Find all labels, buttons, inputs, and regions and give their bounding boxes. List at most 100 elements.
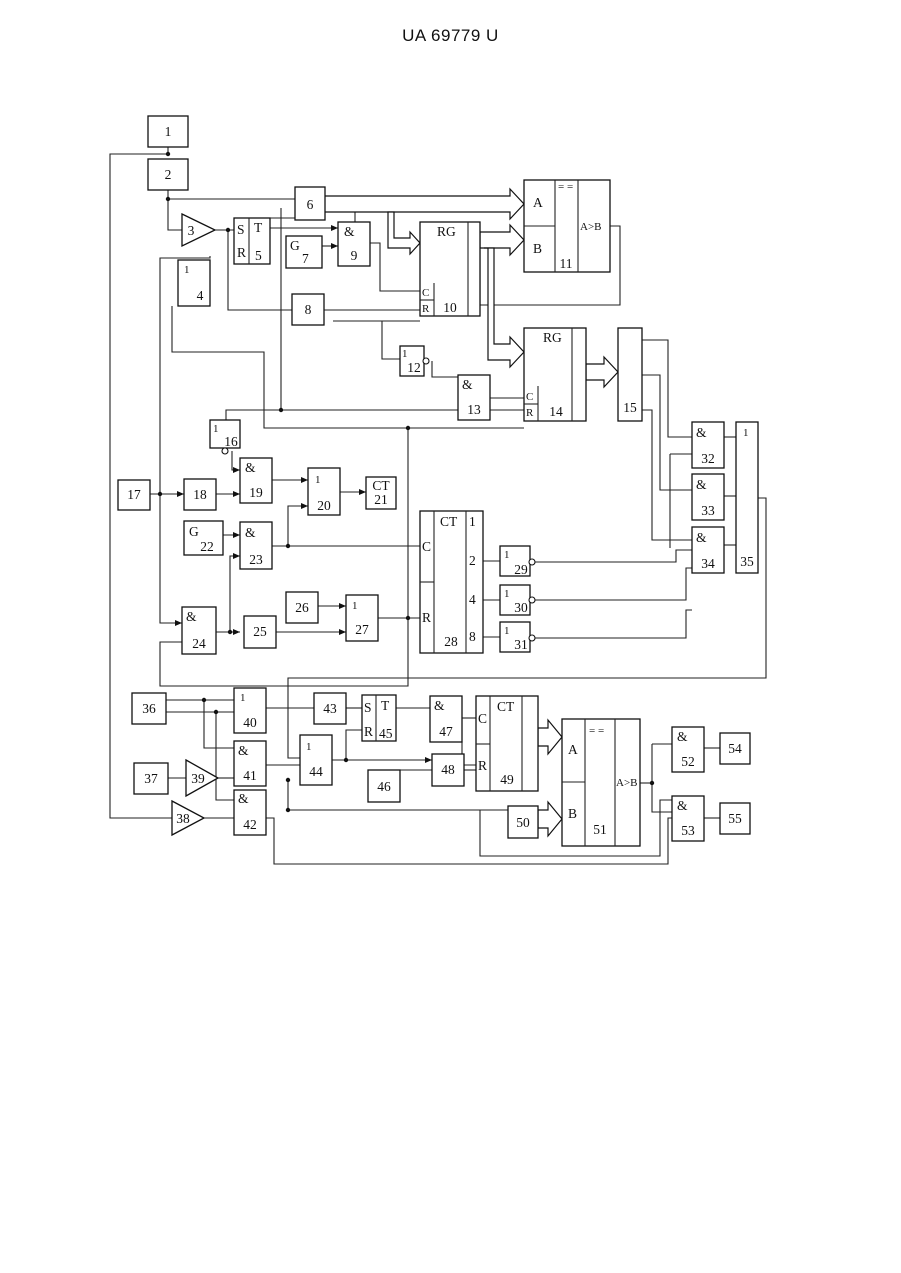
block-1-label: 1: [165, 124, 172, 139]
gate-32-and: &: [696, 425, 707, 440]
gate-23: &23: [240, 522, 272, 569]
block-26: 26: [286, 592, 318, 623]
gate-33-label: 33: [701, 503, 715, 518]
gate-20: 120: [308, 468, 340, 515]
gate-9: &9: [338, 222, 370, 266]
gate-29: 1 29: [500, 546, 535, 577]
block-36: 36: [132, 693, 166, 724]
block-15-label: 15: [623, 400, 637, 415]
gate-19: & 19: [240, 458, 272, 503]
gate-19-and: &: [245, 460, 256, 475]
comparator-51: AB= =A>B51: [562, 719, 640, 846]
comparator-51-eq: = =: [589, 725, 604, 737]
register-10: RGCR10: [420, 222, 480, 316]
gate-12-label: 12: [407, 360, 421, 375]
gate-32: &32: [692, 422, 724, 468]
gate-41-and: &: [238, 743, 249, 758]
gate-13-label: 13: [467, 402, 481, 417]
block-17: 17: [118, 480, 150, 510]
gate-27-label: 27: [355, 622, 369, 637]
block-37-label: 37: [144, 771, 158, 786]
block-25-label: 25: [253, 624, 267, 639]
gate-31: 131: [500, 622, 535, 652]
generator-22: G22: [184, 521, 223, 555]
gate-42-label: 42: [243, 817, 257, 832]
block-43: 43: [314, 693, 346, 724]
amplifier-38-label: 38: [176, 811, 190, 826]
gate-34: &34: [692, 527, 724, 573]
gate-19-label: 19: [249, 485, 263, 500]
gate-47-label: 47: [439, 724, 453, 739]
gate-29-symbol: 1: [504, 549, 510, 561]
gate-42: & 42: [234, 790, 266, 835]
gate-16: 1 16: [210, 420, 240, 454]
gate-41-label: 41: [243, 768, 257, 783]
trigger-5-r: R: [237, 245, 246, 260]
gate-42-and: &: [238, 791, 249, 806]
block-50: 50: [508, 806, 538, 838]
block-26-label: 26: [295, 600, 309, 615]
gate-13: & 13: [458, 375, 490, 420]
counter-21-ct: CT: [372, 478, 390, 493]
gate-23-and: &: [245, 525, 256, 540]
gate-27-symbol: 1: [352, 600, 358, 612]
comparator-11-eq: = =: [558, 181, 573, 193]
block-17-label: 17: [127, 487, 141, 502]
block-2: 2: [148, 159, 188, 190]
register-14-label: 14: [549, 404, 563, 419]
gate-29-label: 29: [514, 562, 528, 577]
gate-35-label: 35: [740, 554, 754, 569]
register-10-c: C: [422, 287, 429, 299]
generator-7-g: G: [290, 238, 300, 253]
register-10-r: R: [422, 303, 430, 315]
gate-52-and: &: [677, 729, 688, 744]
counter-28-out2: 2: [469, 553, 476, 568]
gate-9-and: &: [344, 224, 355, 239]
gate-4: 14: [178, 260, 210, 306]
counter-49-label: 49: [500, 772, 514, 787]
register-14-r: R: [526, 407, 534, 419]
trigger-5-t: T: [254, 220, 263, 235]
block-36-label: 36: [142, 701, 156, 716]
register-14-rg: RG: [543, 330, 562, 345]
trigger-45-r: R: [364, 724, 373, 739]
amplifier-3-label: 3: [188, 223, 195, 238]
trigger-45-label: 45: [379, 726, 393, 741]
block-6: 6: [295, 187, 325, 220]
block-2-label: 2: [165, 167, 172, 182]
counter-28-out4: 4: [469, 592, 476, 607]
amplifier-39: 39: [186, 760, 218, 796]
block-18: 18: [184, 479, 216, 510]
counter-49: CTCR49: [476, 696, 538, 791]
generator-7: G7: [286, 236, 322, 268]
gate-44-symbol: 1: [306, 741, 312, 753]
gate-4-symbol: 1: [184, 264, 190, 276]
gate-40-symbol: 1: [240, 692, 246, 704]
counter-49-ct: CT: [497, 699, 515, 714]
gate-13-and: &: [462, 377, 473, 392]
gate-16-label: 16: [224, 434, 238, 449]
gate-12-symbol: 1: [402, 348, 408, 360]
block-6-label: 6: [307, 197, 314, 212]
register-10-label: 10: [443, 300, 457, 315]
block-48: 48: [432, 754, 464, 786]
block-8: 8: [292, 294, 324, 325]
gate-16-symbol: 1: [213, 423, 219, 435]
comparator-51-b: B: [568, 806, 577, 821]
gate-47-and: &: [434, 698, 445, 713]
comparator-11-a: A: [533, 195, 543, 210]
gate-9-label: 9: [351, 248, 358, 263]
gate-44: 144: [300, 735, 332, 785]
comparator-11-gt: A>B: [580, 221, 601, 233]
counter-21-label: 21: [374, 492, 388, 507]
block-54-label: 54: [728, 741, 742, 756]
generator-7-label: 7: [302, 251, 309, 266]
gate-33-and: &: [696, 477, 707, 492]
amplifier-38: 38: [172, 801, 204, 835]
gate-34-label: 34: [701, 556, 715, 571]
block-50-label: 50: [516, 815, 530, 830]
counter-49-c: C: [478, 711, 487, 726]
register-14: RGCR14: [524, 328, 586, 421]
block-18-label: 18: [193, 487, 207, 502]
